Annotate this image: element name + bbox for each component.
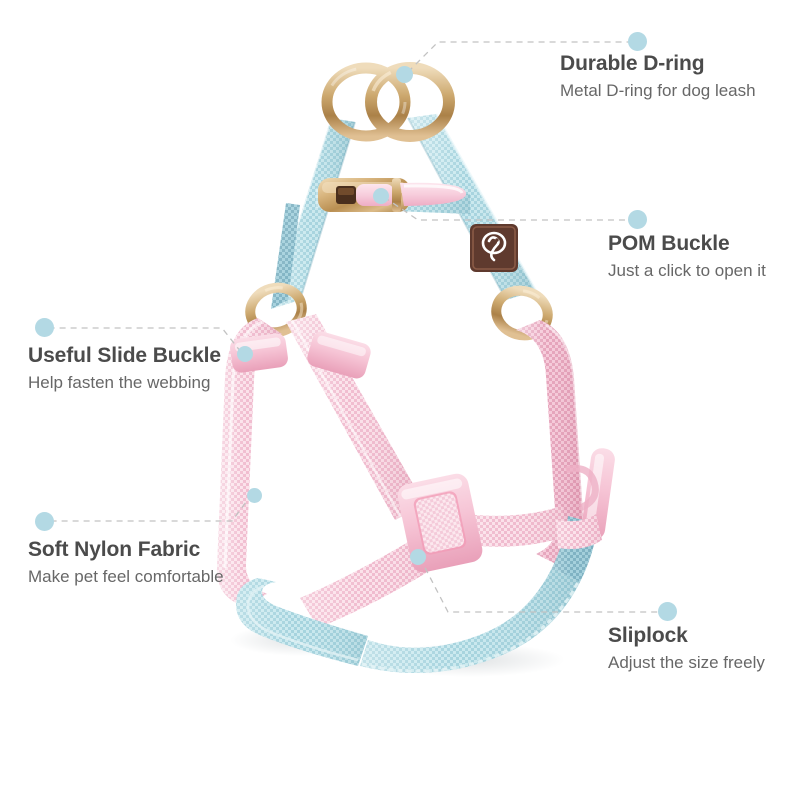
anchor-dot-sliplock [410, 549, 426, 565]
d-ring-back [321, 62, 411, 142]
anchor-dot-slide [237, 346, 253, 362]
callout-subtitle-d-ring: Metal D-ring for dog leash [560, 81, 756, 101]
callout-durable-d-ring: Durable D-ring Metal D-ring for dog leas… [560, 52, 756, 101]
callout-subtitle-nylon-fabric: Make pet feel comfortable [28, 567, 224, 587]
neck-strap-blue [269, 113, 538, 310]
callout-sliplock: Sliplock Adjust the size freely [608, 624, 765, 673]
strap-tail-pink [556, 514, 602, 549]
text-dot-fabric [35, 512, 54, 531]
text-dot-sliplock [658, 602, 677, 621]
callout-title-slide-buckle: Useful Slide Buckle [28, 344, 221, 367]
callout-subtitle-pom-buckle: Just a click to open it [608, 261, 766, 281]
callout-useful-slide-buckle: Useful Slide Buckle Help fasten the webb… [28, 344, 221, 393]
callout-soft-nylon-fabric: Soft Nylon Fabric Make pet feel comforta… [28, 538, 224, 587]
anchor-dot-pom [373, 188, 389, 204]
callout-subtitle-sliplock: Adjust the size freely [608, 653, 765, 673]
o-ring-left [245, 282, 307, 338]
brand-logo-tag [470, 224, 518, 272]
d-ring-group [321, 62, 455, 142]
callout-pom-buckle: POM Buckle Just a click to open it [608, 232, 766, 281]
callout-title-sliplock: Sliplock [608, 624, 688, 647]
center-slide-lock-buckle [397, 473, 483, 573]
sliplock-adjuster [565, 448, 615, 540]
slide-buckle-mid [307, 331, 371, 379]
anchor-dot-fabric [247, 488, 262, 503]
o-ring-right [491, 285, 553, 341]
text-dot-slide [35, 318, 54, 337]
text-dot-pom [628, 210, 647, 229]
text-dot-dring [628, 32, 647, 51]
callout-title-d-ring: Durable D-ring [560, 52, 705, 75]
callout-title-nylon-fabric: Soft Nylon Fabric [28, 538, 201, 561]
callout-subtitle-slide-buckle: Help fasten the webbing [28, 373, 211, 393]
anchor-dot-dring [396, 66, 413, 83]
callout-title-pom-buckle: POM Buckle [608, 232, 730, 255]
dog-emblem-icon [481, 231, 507, 262]
